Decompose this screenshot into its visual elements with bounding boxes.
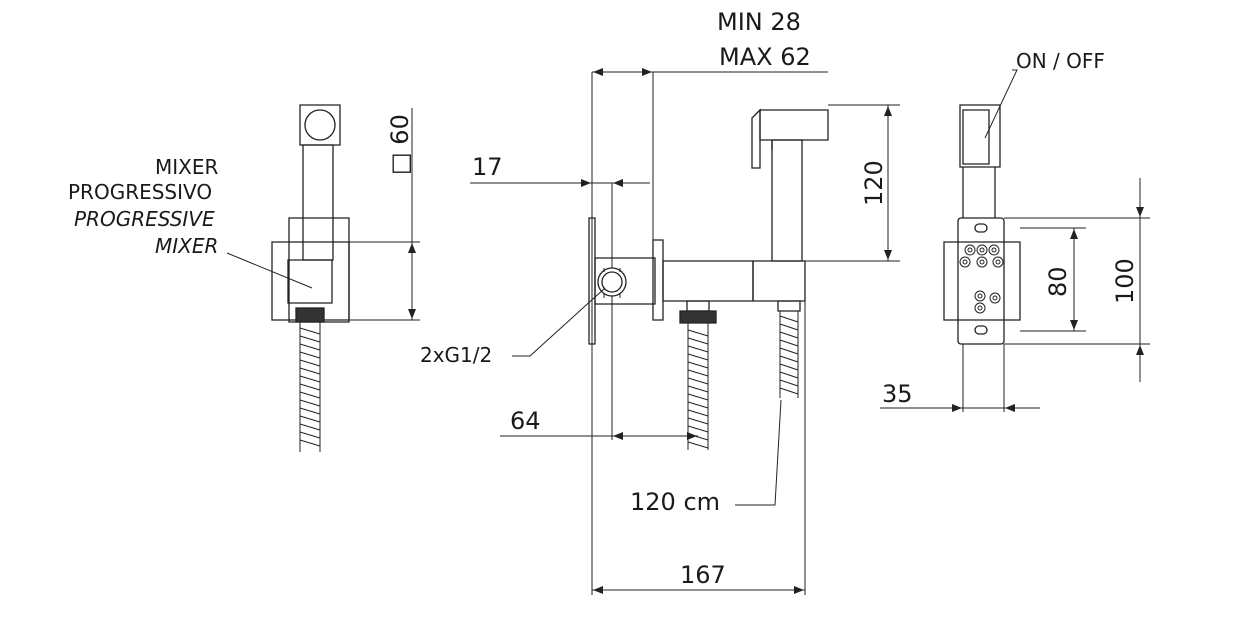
onoff-label: ON / OFF: [1016, 49, 1105, 73]
rear-view-right: [880, 70, 1150, 412]
max-label: MAX 62: [719, 43, 811, 71]
hose-left: [300, 322, 320, 452]
plate-screws: [960, 245, 1003, 313]
front-view-center: [470, 68, 900, 595]
dimension-120-vertical: 120: [860, 160, 888, 206]
mixer-label-it-2: PROGRESSIVO: [68, 180, 213, 204]
hose-length-label: 120 cm: [630, 488, 721, 516]
dimension-80: 80: [1044, 266, 1072, 297]
side-view-left: [227, 105, 420, 452]
hose-center: [688, 311, 798, 450]
mixer-label-en-1: PROGRESSIVE: [74, 207, 215, 231]
mixer-label-en-2: MIXER: [155, 234, 219, 258]
dimension-64: 64: [510, 407, 541, 435]
dimension-100: 100: [1111, 258, 1139, 304]
dimension-167: 167: [680, 561, 726, 589]
dimension-35: 35: [882, 380, 913, 408]
dimension-17: 17: [472, 153, 503, 181]
min-label: MIN 28: [717, 8, 801, 36]
mixer-label-it-1: MIXER: [155, 155, 219, 179]
thread-label: 2xG1/2: [420, 343, 493, 367]
square-dimension-label: □ 60: [386, 114, 414, 175]
